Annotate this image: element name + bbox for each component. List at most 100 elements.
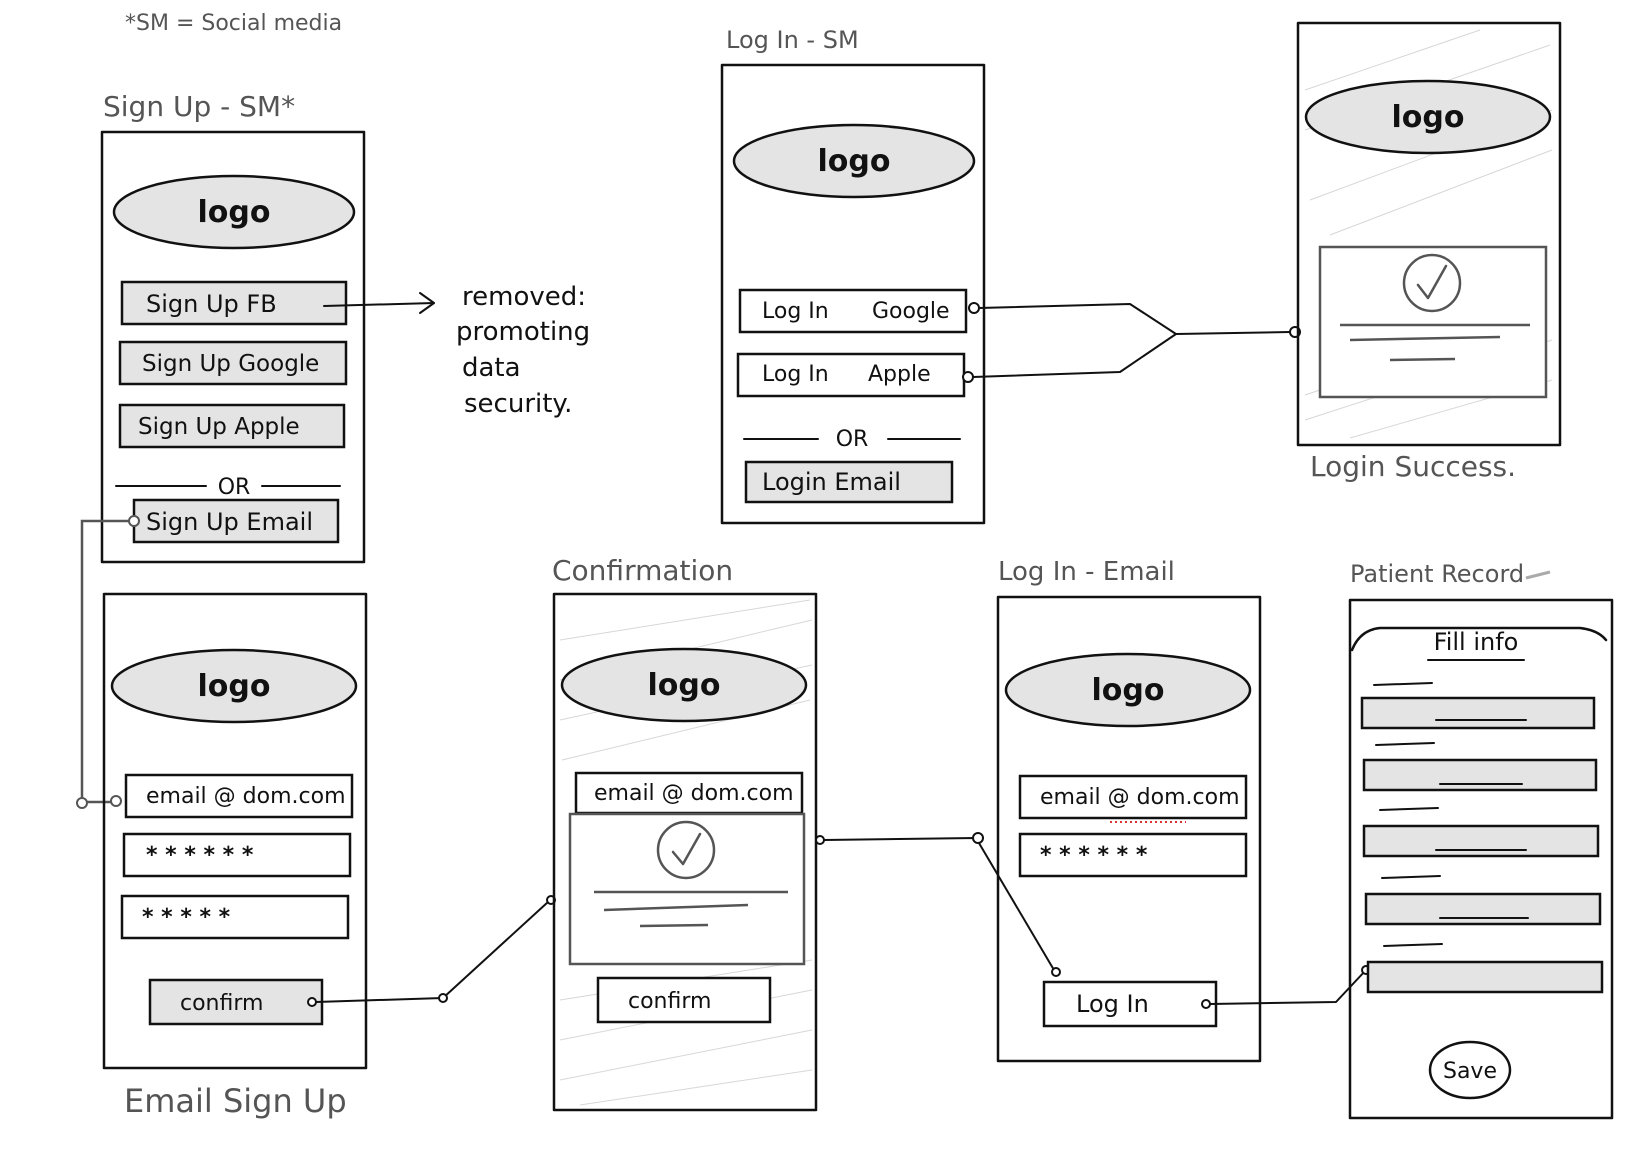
login-success-logo — [1304, 79, 1552, 155]
signup-fb-label: Sign Up FB — [146, 290, 277, 318]
confirmation-email-value: email @ dom.com — [594, 781, 794, 806]
screen-confirmation: Confirmation logo email @ dom.com confir… — [552, 554, 818, 1112]
field-label-1 — [1373, 682, 1433, 686]
login-sm-logo-text: logo — [818, 144, 891, 179]
patient-field-3[interactable] — [1362, 824, 1600, 858]
email-signup-email-field[interactable] — [124, 773, 354, 819]
patient-record-header: Fill info — [1434, 628, 1519, 656]
patient-record-frame — [1348, 598, 1614, 1120]
check-circle-icon — [656, 820, 716, 880]
patient-field-1[interactable] — [1360, 696, 1596, 730]
patient-field-2[interactable] — [1362, 758, 1598, 792]
email-signup-confirm-button[interactable] — [148, 978, 324, 1026]
login-apple-right-label: Apple — [868, 362, 931, 387]
signup-email-label: Sign Up Email — [146, 508, 313, 536]
signup-apple-button[interactable] — [118, 403, 346, 449]
success-line-2 — [1349, 335, 1501, 342]
confirmation-title: Confirmation — [552, 554, 733, 587]
removed-note-line-1: removed: — [462, 282, 586, 312]
connector-login-patient — [1209, 965, 1371, 1005]
screen-email-signup: logo email @ dom.com * * * * * * * * * *… — [102, 592, 368, 1120]
login-email-login-button[interactable] — [1042, 980, 1218, 1028]
login-sm-title: Log In - SM — [726, 26, 859, 54]
screen-login-sm: Log In - SM logo Log In Google Log In Ap… — [720, 26, 986, 525]
field-label-4 — [1381, 875, 1441, 879]
patient-record-title-scribble — [1525, 570, 1551, 580]
email-signup-confirm-label: confirm — [180, 991, 263, 1016]
confirmation-email-field[interactable] — [574, 771, 804, 815]
login-google-right-label: Google — [872, 299, 950, 324]
login-email-email-field[interactable] — [1018, 774, 1248, 820]
login-email-password-field[interactable] — [1018, 832, 1248, 878]
email-signup-password-value: * * * * * * — [146, 843, 254, 868]
login-email-login-label: Log In — [1076, 990, 1149, 1018]
screen-signup-sm: Sign Up - SM* logo Sign Up FB Sign Up Go… — [100, 90, 366, 564]
login-email-logo — [1004, 652, 1252, 728]
confirmation-confirm-button[interactable] — [596, 976, 772, 1024]
signup-google-label: Sign Up Google — [142, 351, 319, 377]
signup-sm-frame — [100, 130, 366, 564]
patient-field-4[interactable] — [1364, 892, 1602, 926]
email-signup-logo — [110, 648, 358, 724]
login-google-button[interactable] — [738, 288, 968, 334]
signup-fb-button[interactable] — [120, 280, 348, 326]
login-success-card — [1318, 245, 1548, 399]
confirmation-dialog — [568, 812, 806, 966]
confirmation-logo-text: logo — [648, 668, 721, 703]
signup-apple-label: Sign Up Apple — [138, 414, 300, 440]
email-signup-frame — [102, 592, 368, 1070]
email-signup-password-confirm-field[interactable] — [120, 894, 350, 940]
signup-sm-title: Sign Up - SM* — [103, 90, 295, 123]
email-signup-logo-text: logo — [198, 669, 271, 704]
screen-login-email: Log In - Email logo email @ dom.com * * … — [996, 557, 1262, 1063]
patient-save-label: Save — [1443, 1059, 1497, 1084]
success-line-3 — [1389, 357, 1456, 362]
removed-note-line-3: data — [462, 353, 521, 383]
login-google-left-label: Log In — [762, 299, 829, 324]
confirmation-confirm-label: confirm — [628, 989, 711, 1014]
login-sm-frame — [720, 63, 986, 525]
login-email-email-value: email @ dom.com — [1040, 785, 1240, 810]
signup-or-label: OR — [218, 475, 251, 500]
login-email-button[interactable] — [744, 460, 954, 504]
signup-sm-logo-text: logo — [198, 195, 271, 230]
signup-email-button[interactable] — [132, 498, 340, 544]
field-label-5 — [1383, 943, 1443, 947]
connector-signup-email-form — [76, 515, 140, 809]
login-email-label: Login Email — [762, 468, 901, 496]
patient-record-title: Patient Record — [1350, 560, 1524, 588]
connector-signup-confirmation — [315, 895, 556, 1003]
email-signup-password-field[interactable] — [122, 832, 352, 878]
screen-login-success: logo Login Success. — [1296, 21, 1562, 483]
removed-note: removed: promoting data security. — [456, 282, 590, 419]
patient-record-header-curve — [1350, 626, 1608, 652]
email-signup-caption: Email Sign Up — [124, 1082, 347, 1120]
login-email-title: Log In - Email — [998, 557, 1175, 587]
arrow-fb-removed — [323, 292, 435, 314]
login-email-password-value: * * * * * * — [1040, 843, 1148, 868]
login-email-frame — [996, 595, 1262, 1063]
confirmation-line-2 — [603, 903, 749, 912]
confirmation-frame — [552, 592, 818, 1112]
confirmation-logo — [560, 647, 808, 723]
signup-sm-logo — [112, 174, 356, 250]
connector-login-sm-success — [962, 302, 1301, 383]
login-success-logo-text: logo — [1392, 100, 1465, 135]
login-sm-logo — [732, 123, 976, 199]
field-label-2 — [1375, 742, 1435, 746]
confirmation-line-3 — [639, 923, 709, 928]
patient-field-5[interactable] — [1366, 960, 1604, 994]
login-success-caption: Login Success. — [1310, 450, 1516, 483]
check-circle-icon — [1402, 253, 1462, 313]
login-or-label: OR — [836, 427, 869, 452]
patient-save-button[interactable] — [1428, 1040, 1512, 1100]
removed-note-line-4: security. — [464, 389, 572, 419]
field-label-3 — [1379, 807, 1439, 811]
signup-google-button[interactable] — [118, 340, 348, 386]
email-signup-password-confirm-value: * * * * * — [142, 905, 231, 930]
connector-confirmation-login — [815, 832, 1061, 977]
removed-note-line-2: promoting — [456, 317, 590, 347]
login-email-logo-text: logo — [1092, 673, 1165, 708]
login-apple-left-label: Log In — [762, 362, 829, 387]
